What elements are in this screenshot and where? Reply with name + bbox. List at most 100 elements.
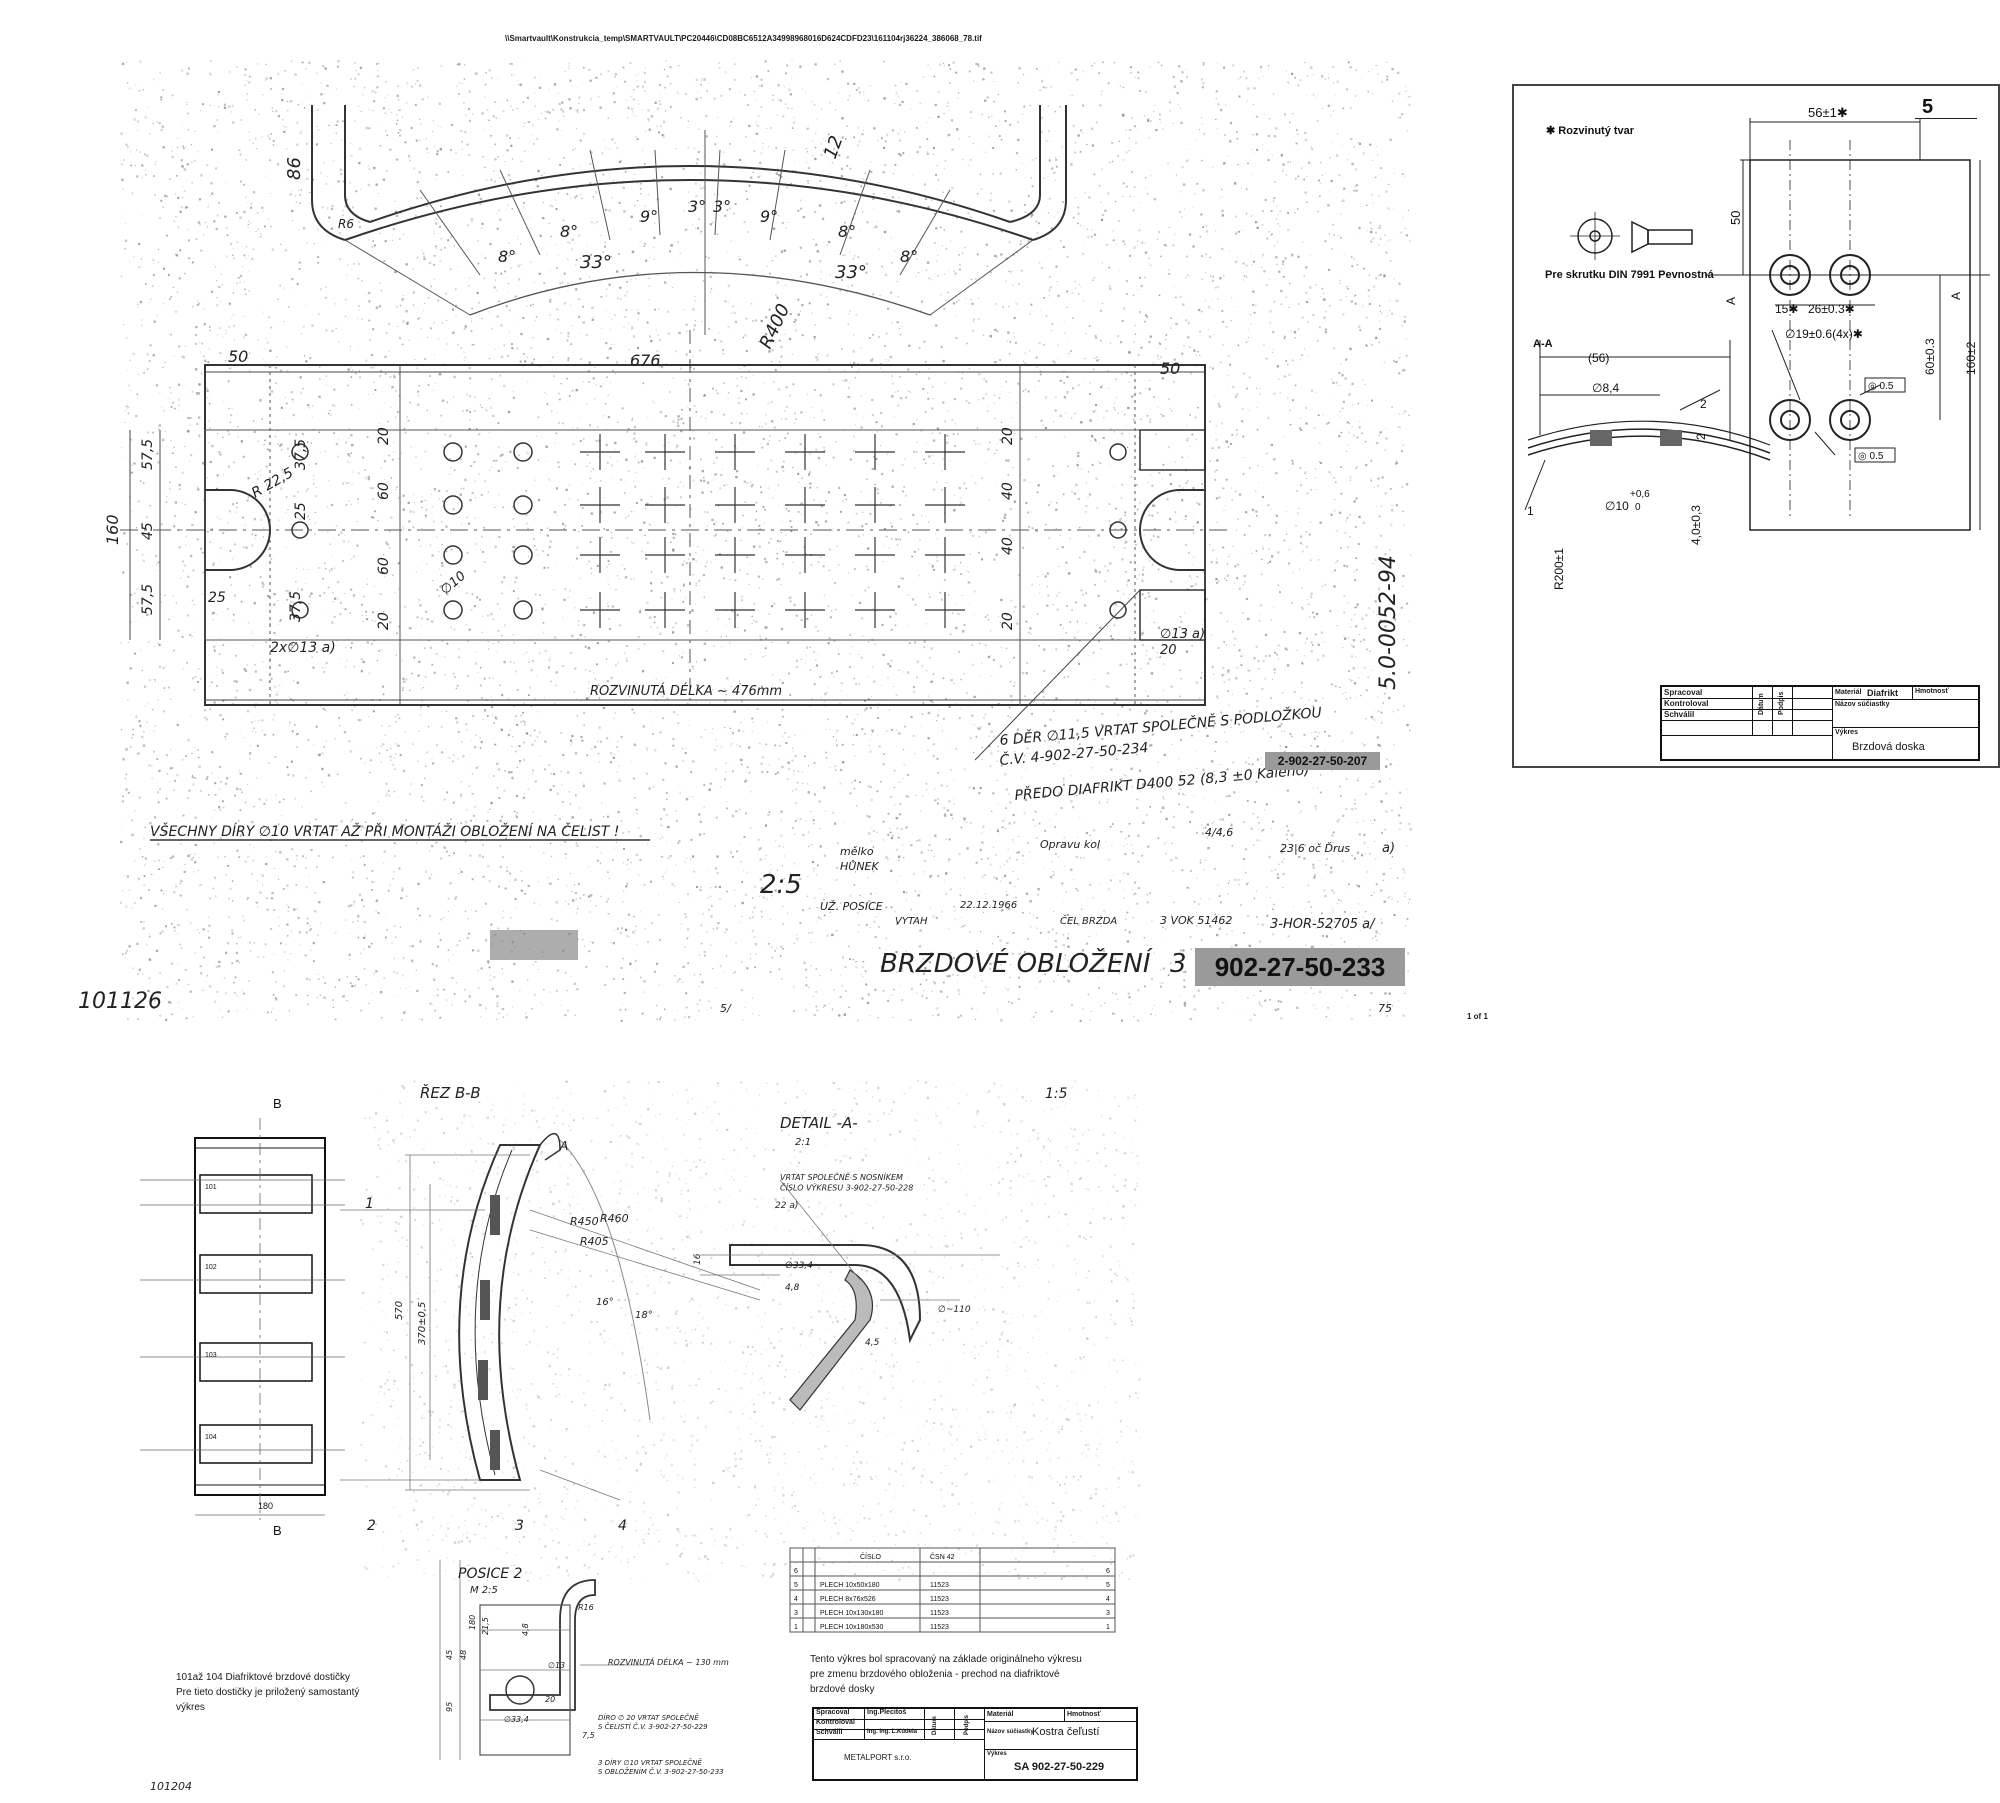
handwritten-note: 4/4,6 (1205, 826, 1233, 839)
bom-cell: PLECH 10x130x180 (820, 1610, 884, 1617)
tb-podpis: Podpis (964, 1714, 970, 1735)
tb-hmotnost: Hmotnosť (1067, 1711, 1101, 1718)
tb-kontroloval: Kontroloval (816, 1719, 855, 1726)
dim-d13: ∅13 (548, 1661, 565, 1670)
leader-4: 4 (618, 1518, 627, 1534)
handwritten-note: 5/ (720, 1002, 732, 1015)
dim-570: 570 (394, 1301, 405, 1320)
bom-cell: 5 (794, 1582, 798, 1589)
handwritten-note: UŽ. POSICE (820, 900, 883, 913)
scale-label: 2:5 (760, 870, 802, 900)
dim-86: 86 (284, 157, 305, 180)
dim-57-5: 57,5 (140, 584, 156, 615)
dim-26: 26±0.3✱ (1808, 302, 1855, 316)
handwritten-note: ČEL BRZDA (1060, 914, 1117, 927)
dim-4-5: 4,5 (865, 1338, 880, 1348)
dim-angle: 8° (560, 222, 578, 241)
dim-d33-4: ∅33,4 (504, 1715, 529, 1724)
dim-r460: R460 (600, 1212, 629, 1225)
dim-22: 22 a) (775, 1201, 798, 1211)
tb-spracoval: Spracoval (1664, 688, 1703, 697)
dim-4-8: 4,8 (785, 1283, 800, 1293)
handwritten-note: a) (1382, 841, 1395, 856)
tb-datum: Dátum (932, 1716, 938, 1735)
leader-3: 3 (515, 1518, 524, 1534)
bom-cell: 5 (1106, 1582, 1110, 1589)
dim-20: 20 (1160, 643, 1177, 658)
posice-length: ROZVINUTÁ DÉLKA ~ 130 mm (608, 1656, 729, 1667)
rozvinuty-label: ✱ Rozvinutý tvar (1546, 125, 1635, 137)
side-number: 5.0-0052-94 (1376, 555, 1401, 690)
leader-1: 1 (1527, 504, 1534, 518)
dim-angle-33: 33° (835, 262, 867, 283)
general-note: VŠECHNY DÍRY ∅10 VRTAT AŽ PŘI MONTÁŽI OB… (150, 822, 619, 840)
tolerance-mark: ◎ 0.5 (1858, 451, 1884, 462)
developed-length: ROZVINUTÁ DÉLKA ~ 476mm (590, 683, 782, 699)
bom-cell: 6 (794, 1568, 798, 1575)
bom-cell: 6 (1106, 1568, 1110, 1575)
handwritten-note: VYTAH (895, 916, 928, 927)
dim-4-8: 4,8 (521, 1623, 530, 1636)
bom-cell: 11523 (930, 1610, 949, 1617)
tb-material-label: Materiál (987, 1711, 1014, 1718)
dim-56: 56±1✱ (1808, 105, 1848, 120)
dim-180: 180 (258, 1501, 273, 1511)
tb-vykres: Brzdová doska (1852, 741, 1925, 753)
handwritten-note: HŮNEK (840, 860, 880, 873)
tb-material-label: Materiál (1835, 689, 1862, 696)
dim-angle: 8° (900, 247, 918, 266)
plate-label: 101 (205, 1184, 217, 1191)
leader-1: 1 (365, 1196, 374, 1212)
section-title: ŘEZ B-B (420, 1083, 481, 1102)
tb-schvalil-name: Ing. Ing. Ľ.Kúdela (867, 1729, 917, 1735)
dim-15: 15✱ (1775, 302, 1798, 316)
dim-60: 60 (376, 482, 392, 500)
dim-60: 60 (376, 557, 392, 575)
file-path-header: \\Smartvault\Konstrukcia_temp\SMARTVAULT… (505, 34, 982, 43)
drawing-number: 902-27-50-233 (1195, 948, 1405, 986)
tb-kontroloval: Kontroloval (1664, 699, 1709, 708)
dim-4: 4,0±0,3 (1689, 505, 1703, 545)
dim-r16: R16 (578, 1603, 594, 1612)
dim-50: 50 (228, 347, 248, 366)
tb-nazov-label: Názov súčiastky (1835, 701, 1890, 708)
bom-cell: 4 (794, 1596, 798, 1603)
dim-18deg: 18° (635, 1310, 653, 1321)
right-title-block: Spracoval Kontroloval Schválil Dátum Pod… (1660, 685, 1980, 761)
right-drawing-frame (1512, 84, 2000, 768)
dim-37-5: 37,5 (293, 439, 309, 470)
leader-2: 2 (1700, 397, 1707, 411)
number-prefix: 3 (1170, 949, 1187, 979)
dim-160: 160 (103, 514, 122, 545)
bom-cell: PLECH 10x50x180 (820, 1582, 880, 1589)
dim-676: 676 (630, 351, 661, 370)
dim-2: 2 (1694, 433, 1708, 440)
section-mark-a: A (1724, 297, 1738, 305)
bom-cell: PLECH 10x180x530 (820, 1624, 884, 1631)
detail-scale: 2:1 (795, 1137, 811, 1148)
bom-header: ČÍSLO (860, 1552, 882, 1561)
dim-45: 45 (445, 1650, 454, 1660)
dim-d10: ∅10 (1605, 499, 1629, 513)
dim-37-5: 37,5 (288, 591, 304, 622)
dim-r200: R200±1 (1552, 548, 1566, 590)
handwritten-note: 3 VOK 51462 (1160, 914, 1232, 927)
corner-number-bottom: 101204 (150, 1780, 192, 1793)
dim-d8-4: ∅8,4 (1592, 381, 1619, 395)
dim-angle: 9° (640, 207, 658, 226)
bom-cell: 3 (794, 1610, 798, 1617)
dim-18: 180 (468, 1615, 477, 1630)
dim-25: 25 (208, 590, 226, 606)
dim-20: 20 (376, 427, 392, 445)
dim-d33-4: ∅33,4 (785, 1261, 813, 1271)
screw-label: Pre skrutku DIN 7991 Pevnostná (1545, 269, 1715, 281)
bom-cell: PLECH 8x76x526 (820, 1596, 876, 1603)
handwritten-note: 22.12.1966 (960, 900, 1017, 911)
dim-angle-33: 33° (580, 252, 612, 273)
bom-cell: 11523 (930, 1596, 949, 1603)
dim-r405: R405 (580, 1235, 609, 1248)
